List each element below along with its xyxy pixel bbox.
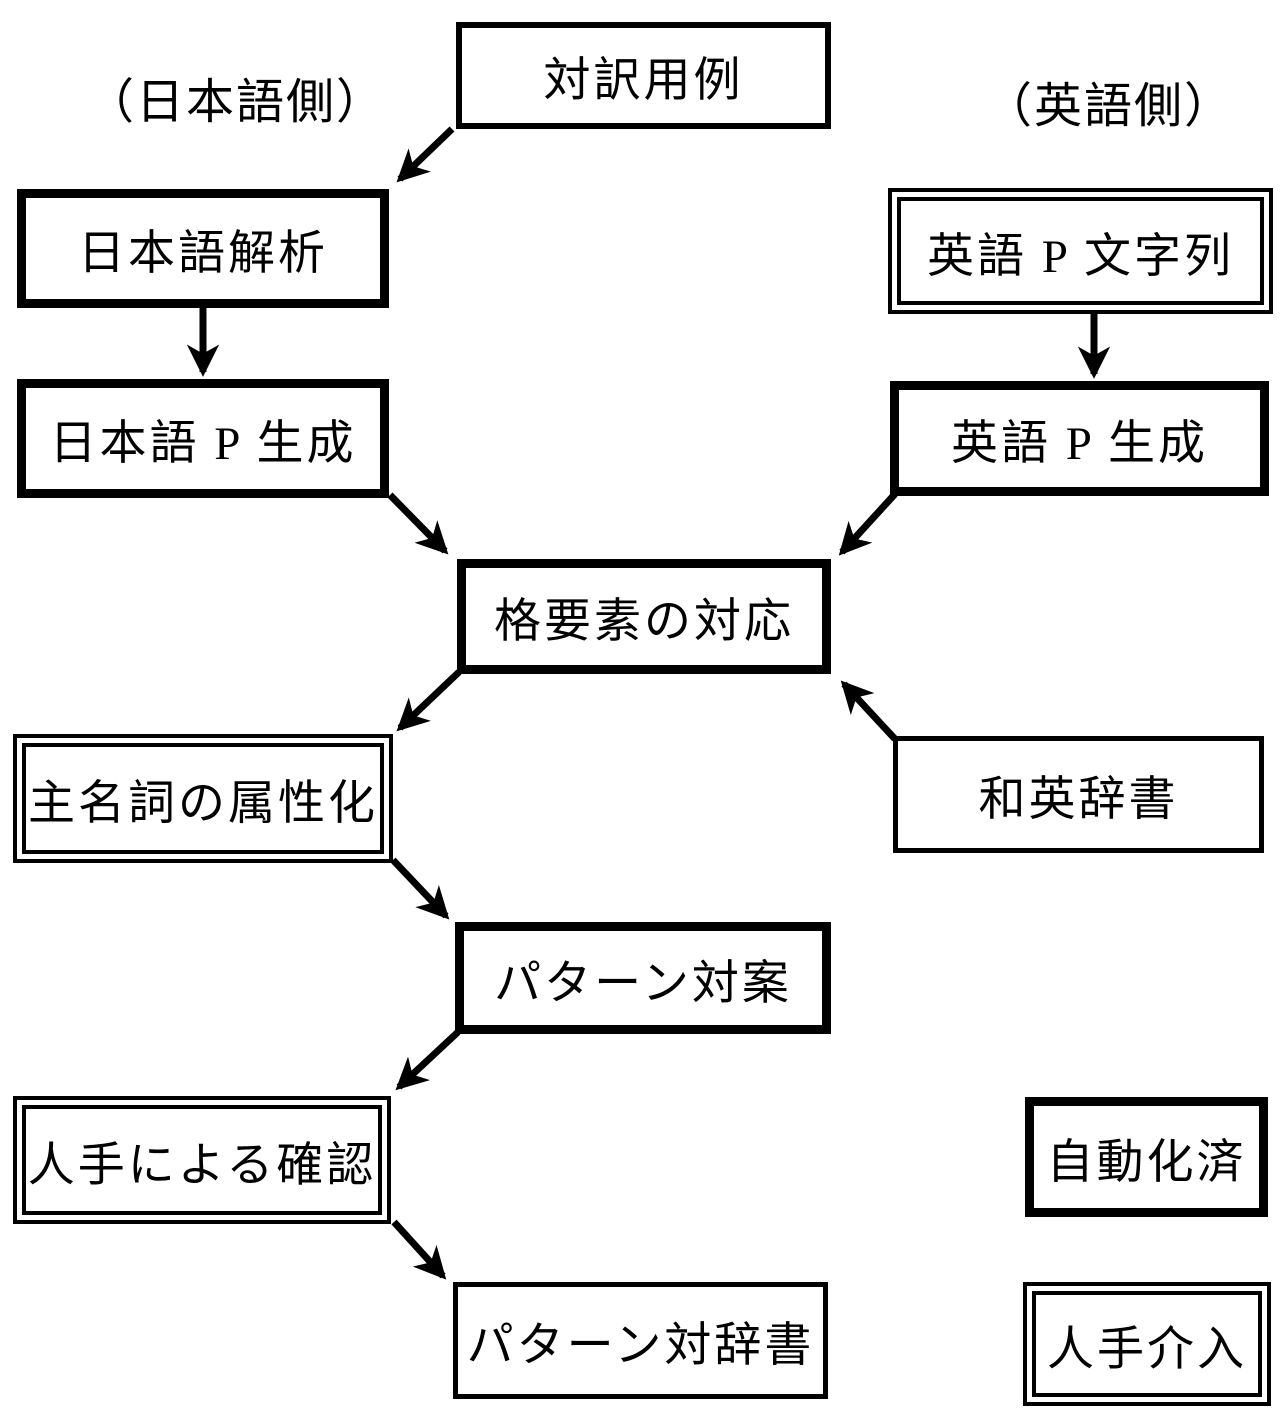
- node-pattern-taian: パターン対案: [455, 922, 831, 1034]
- node-nihongo-kaiseki: 日本語解析: [17, 189, 389, 308]
- node-shumeishi-zokuseika: 主名詞の属性化: [13, 734, 393, 863]
- edge-kakuyoso-to-shumeishi: [396, 669, 462, 732]
- node-hitode-kakunin: 人手による確認: [13, 1096, 391, 1224]
- edge-taian-to-kakunin: [395, 1029, 461, 1091]
- node-eigo-p-seisei: 英語 P 生成: [890, 381, 1269, 496]
- node-taiyaku-yorei: 対訳用例: [456, 22, 831, 129]
- edge-kakunin-to-patjisho: [391, 1219, 447, 1280]
- japanese-side-label: （日本語側）: [86, 76, 387, 129]
- english-side-label: （英語側）: [984, 80, 1235, 133]
- edge-nihongo-p-to-kakuyoso: [387, 492, 449, 555]
- legend-manual-box: 人手介入: [1023, 1282, 1271, 1406]
- edge-waei-to-kakuyoso: [840, 680, 898, 742]
- node-kakuyoso-taio: 格要素の対応: [457, 559, 831, 674]
- edge-shumeishi-to-taian: [390, 857, 450, 920]
- edge-taiyaku-to-kaiseki: [396, 126, 455, 183]
- edge-eigo-p-to-kakuyoso: [838, 491, 898, 556]
- legend-automated-box: 自動化済: [1025, 1097, 1268, 1217]
- node-nihongo-p-seisei: 日本語 P 生成: [17, 379, 389, 498]
- node-eigo-p-mojiretsu: 英語 P 文字列: [888, 188, 1273, 314]
- node-waei-jisho: 和英辞書: [893, 736, 1264, 853]
- node-pattern-tai-jisho: パターン対辞書: [453, 1282, 828, 1399]
